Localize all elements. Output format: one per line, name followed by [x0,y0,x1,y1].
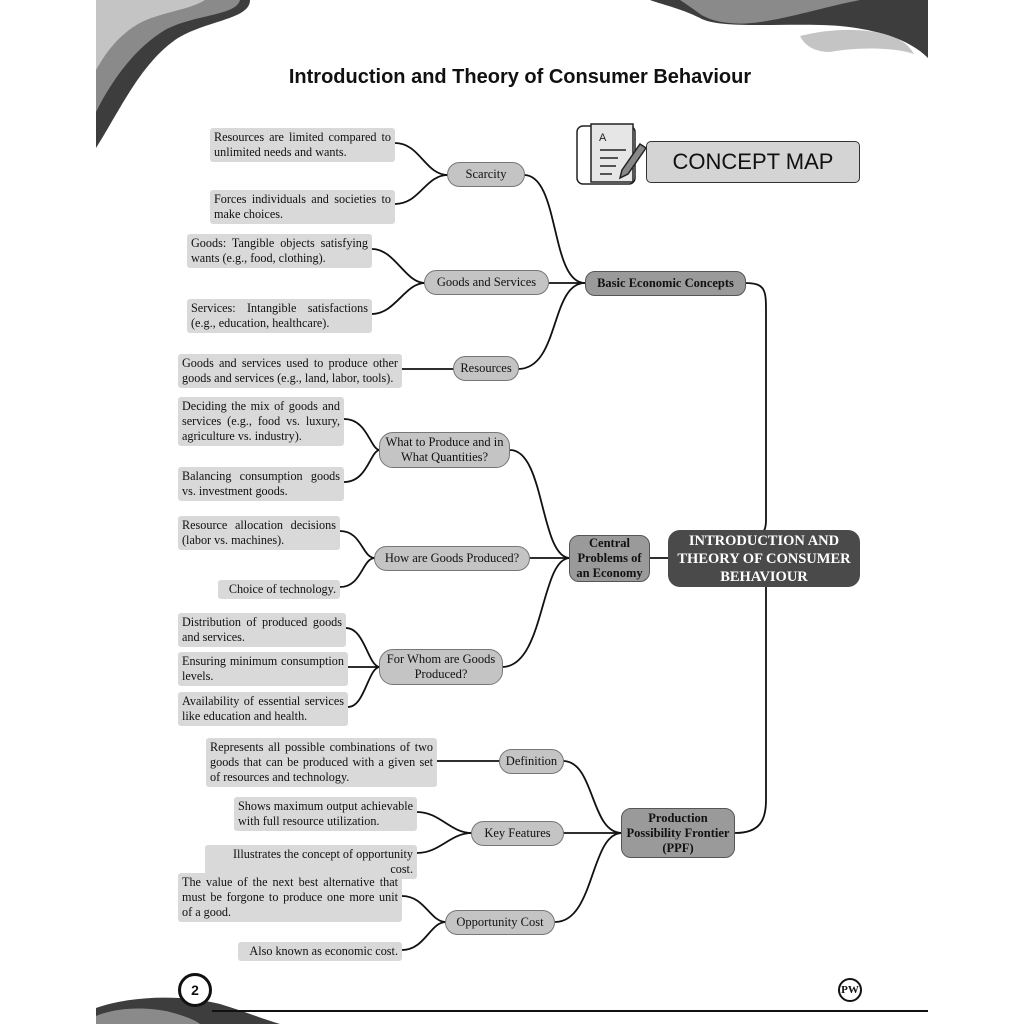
how-leaf-2: Choice of technology. [218,580,340,599]
goods-and-services-node: Goods and Services [424,270,549,295]
concept-map-label: CONCEPT MAP [646,141,860,183]
opportunity-leaf-2: Also known as economic cost. [238,942,402,961]
how-produced-node: How are Goods Produced? [374,546,530,571]
central-problems-node: Central Problems of an Economy [569,535,650,582]
connector-lines [339,142,767,951]
goods-leaf-1: Goods: Tangible objects satisfying wants… [187,234,372,268]
whom-leaf-3: Availability of essential services like … [178,692,348,726]
opportunity-leaf-1: The value of the next best alternative t… [178,873,402,922]
page-title: Introduction and Theory of Consumer Beha… [288,66,752,88]
whom-leaf-1: Distribution of produced goods and servi… [178,613,346,647]
svg-text:A: A [599,132,607,144]
top-left-wave-decoration [96,0,250,148]
how-leaf-1: Resource allocation decisions (labor vs.… [178,516,340,550]
for-whom-node: For Whom are Goods Produced? [379,649,503,685]
whom-leaf-2: Ensuring minimum consumption levels. [178,652,348,686]
scarcity-leaf-2: Forces individuals and societies to make… [210,190,395,224]
goods-leaf-2: Services: Intangible satisfactions (e.g.… [187,299,372,333]
top-right-wave-decoration [650,0,928,58]
opportunity-cost-node: Opportunity Cost [445,910,555,935]
scarcity-leaf-1: Resources are limited compared to unlimi… [210,128,395,162]
what-leaf-1: Deciding the mix of goods and services (… [178,397,344,446]
basic-economic-concepts-node: Basic Economic Concepts [585,271,746,296]
resources-node: Resources [453,356,519,381]
publisher-logo-icon: PW [838,978,862,1002]
what-leaf-2: Balancing consumption goods vs. investme… [178,467,344,501]
scarcity-node: Scarcity [447,162,525,187]
page-number: 2 [178,973,212,1007]
what-to-produce-node: What to Produce and in What Quantities? [379,432,510,468]
key-features-node: Key Features [471,821,564,846]
features-leaf-1: Shows maximum output achievable with ful… [234,797,417,831]
resources-leaf-1: Goods and services used to produce other… [178,354,402,388]
ppf-node: Production Possibility Frontier (PPF) [621,808,735,858]
root-node: INTRODUCTION AND THEORY OF CONSUMER BEHA… [668,530,860,587]
definition-node: Definition [499,749,564,774]
bottom-left-wave-decoration [96,997,280,1024]
definition-leaf-1: Represents all possible combinations of … [206,738,437,787]
notepad-pen-icon: A [576,123,648,185]
